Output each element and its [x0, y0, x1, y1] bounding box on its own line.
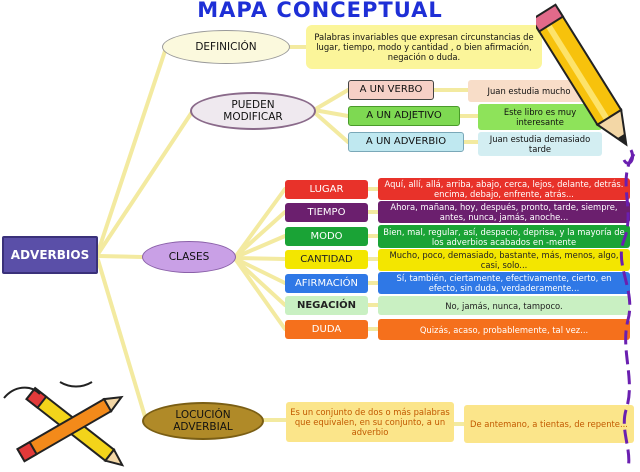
locucion-node: LOCUCIÓN ADVERBIAL	[142, 402, 264, 440]
clase-modo-text: Bien, mal, regular, así, despacio, depri…	[378, 225, 630, 248]
clase-afirmacion-text: Sí, también, ciertamente, efectivamente,…	[378, 272, 630, 294]
clase-modo: MODO	[285, 227, 368, 246]
clase-lugar-text: Aquí, allí, allá, arriba, abajo, cerca, …	[378, 178, 630, 200]
pueden-modificar-label: PUEDEN MODIFICAR	[223, 99, 283, 123]
locucion-example: De antemano, a tientas, de repente...	[464, 405, 634, 443]
clase-lugar: LUGAR	[285, 180, 368, 199]
pueden-item-adjetivo: A UN ADJETIVO	[348, 106, 460, 126]
definicion-node: DEFINICIÓN	[162, 30, 290, 64]
locucion-label: LOCUCIÓN ADVERBIAL	[173, 409, 233, 433]
clase-duda-text: Quizás, acaso, probablemente, tal vez...	[378, 319, 630, 340]
pueden-example-adjetivo: Este libro es muy interesante	[478, 104, 602, 130]
clase-cantidad: CANTIDAD	[285, 250, 368, 269]
clase-afirmacion: AFIRMACIÓN	[285, 274, 368, 293]
pueden-example-verbo: Juan estudia mucho	[468, 80, 590, 102]
clase-tiempo-text: Ahora, mañana, hoy, después, pronto, tar…	[378, 201, 630, 223]
purple-curl-icon	[619, 153, 636, 469]
definicion-text: Palabras invariables que expresan circun…	[306, 25, 542, 69]
pueden-modificar-node: PUEDEN MODIFICAR	[190, 92, 316, 130]
central-node-adverbios: ADVERBIOS	[2, 236, 98, 274]
clase-negacion-text: No, jamás, nunca, tampoco.	[378, 296, 630, 315]
crossed-pencils-icon	[3, 381, 125, 467]
clases-label: CLASES	[168, 251, 210, 263]
clase-duda: DUDA	[285, 320, 368, 339]
pueden-item-adverbio: A UN ADVERBIO	[348, 132, 464, 152]
pueden-example-adverbio: Juan estudia demasiado tarde	[478, 132, 602, 156]
pueden-item-verbo: A UN VERBO	[348, 80, 434, 100]
clase-tiempo: TIEMPO	[285, 203, 368, 222]
clases-node: CLASES	[142, 241, 236, 273]
clase-cantidad-text: Mucho, poco, demasiado, bastante, más, m…	[378, 249, 630, 271]
central-label: ADVERBIOS	[10, 248, 90, 262]
pencil-icon	[536, 3, 635, 165]
page-title: MAPA CONCEPTUAL	[197, 0, 443, 22]
definicion-label: DEFINICIÓN	[195, 41, 257, 53]
locucion-text: Es un conjunto de dos o más palabras que…	[286, 402, 454, 442]
clase-negacion: NEGACIÓN	[285, 296, 368, 315]
